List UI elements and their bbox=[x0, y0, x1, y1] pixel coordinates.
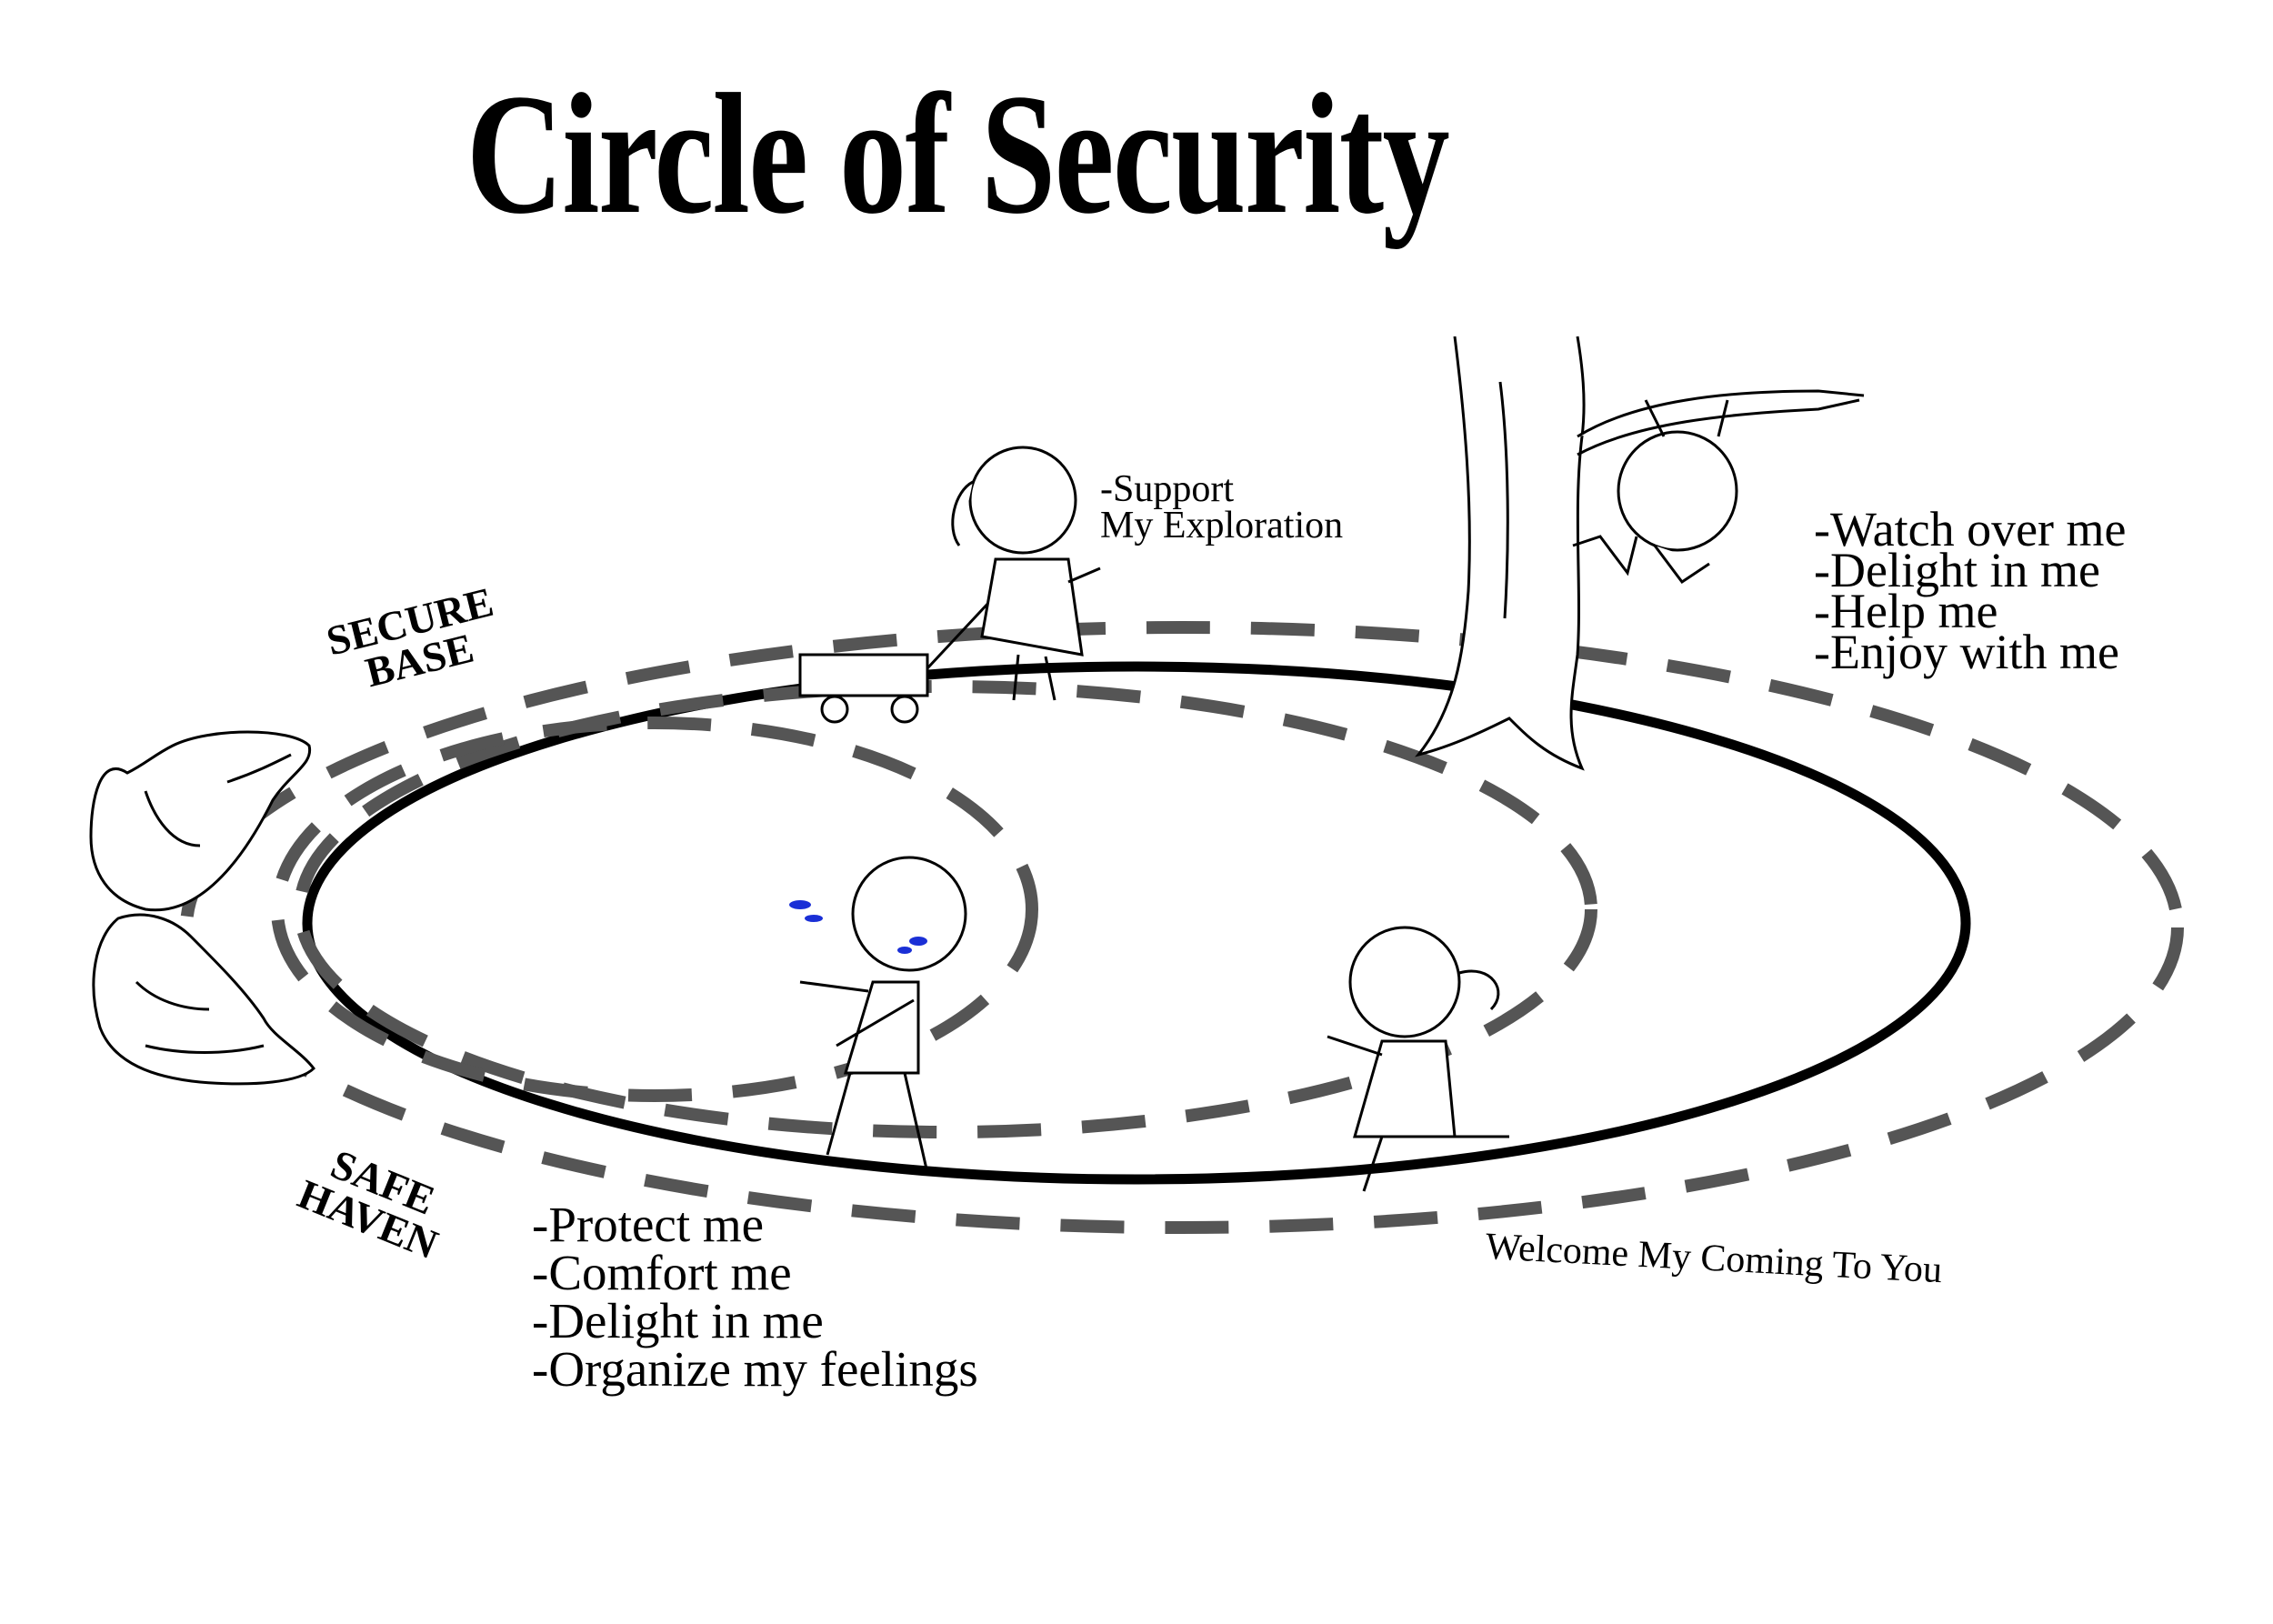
list-item: -Enjoy with me bbox=[1814, 625, 2119, 679]
support-exploration-caption: -Support My Exploration bbox=[1100, 468, 1344, 546]
inner-dashed-loop bbox=[271, 717, 1038, 1102]
list-item: -Protect me bbox=[532, 1197, 765, 1252]
caption-line-1: -Support bbox=[1100, 468, 1234, 510]
list-item: -Help me bbox=[1814, 584, 1998, 638]
main-circle bbox=[302, 661, 1971, 1185]
child-climbing-tree bbox=[1572, 399, 1738, 585]
list-item: -Delight in me bbox=[1814, 543, 2100, 597]
middle-dashed-loop bbox=[294, 680, 1597, 1138]
tree-icon bbox=[1415, 336, 1865, 771]
tears-icon bbox=[789, 900, 927, 954]
list-item: -Organize my feelings bbox=[532, 1341, 978, 1397]
protect-me-list: -Protect me -Comfort me -Delight in me -… bbox=[532, 1197, 978, 1397]
running-child bbox=[1327, 926, 1509, 1192]
child-pulling-wagon bbox=[951, 446, 1101, 701]
list-item: -Watch over me bbox=[1814, 502, 2127, 556]
page-title: Circle of Security bbox=[466, 59, 1450, 250]
list-item: -Comfort me bbox=[532, 1245, 792, 1300]
hands-icon bbox=[89, 730, 315, 1086]
caption-line-2: My Exploration bbox=[1100, 505, 1344, 546]
outer-dashed-loop bbox=[180, 621, 2184, 1234]
crying-child bbox=[799, 856, 967, 1174]
wagon-icon bbox=[798, 598, 993, 724]
watch-over-list: -Watch over me -Delight in me -Help me -… bbox=[1814, 502, 2127, 679]
list-item: -Delight in me bbox=[532, 1293, 824, 1348]
